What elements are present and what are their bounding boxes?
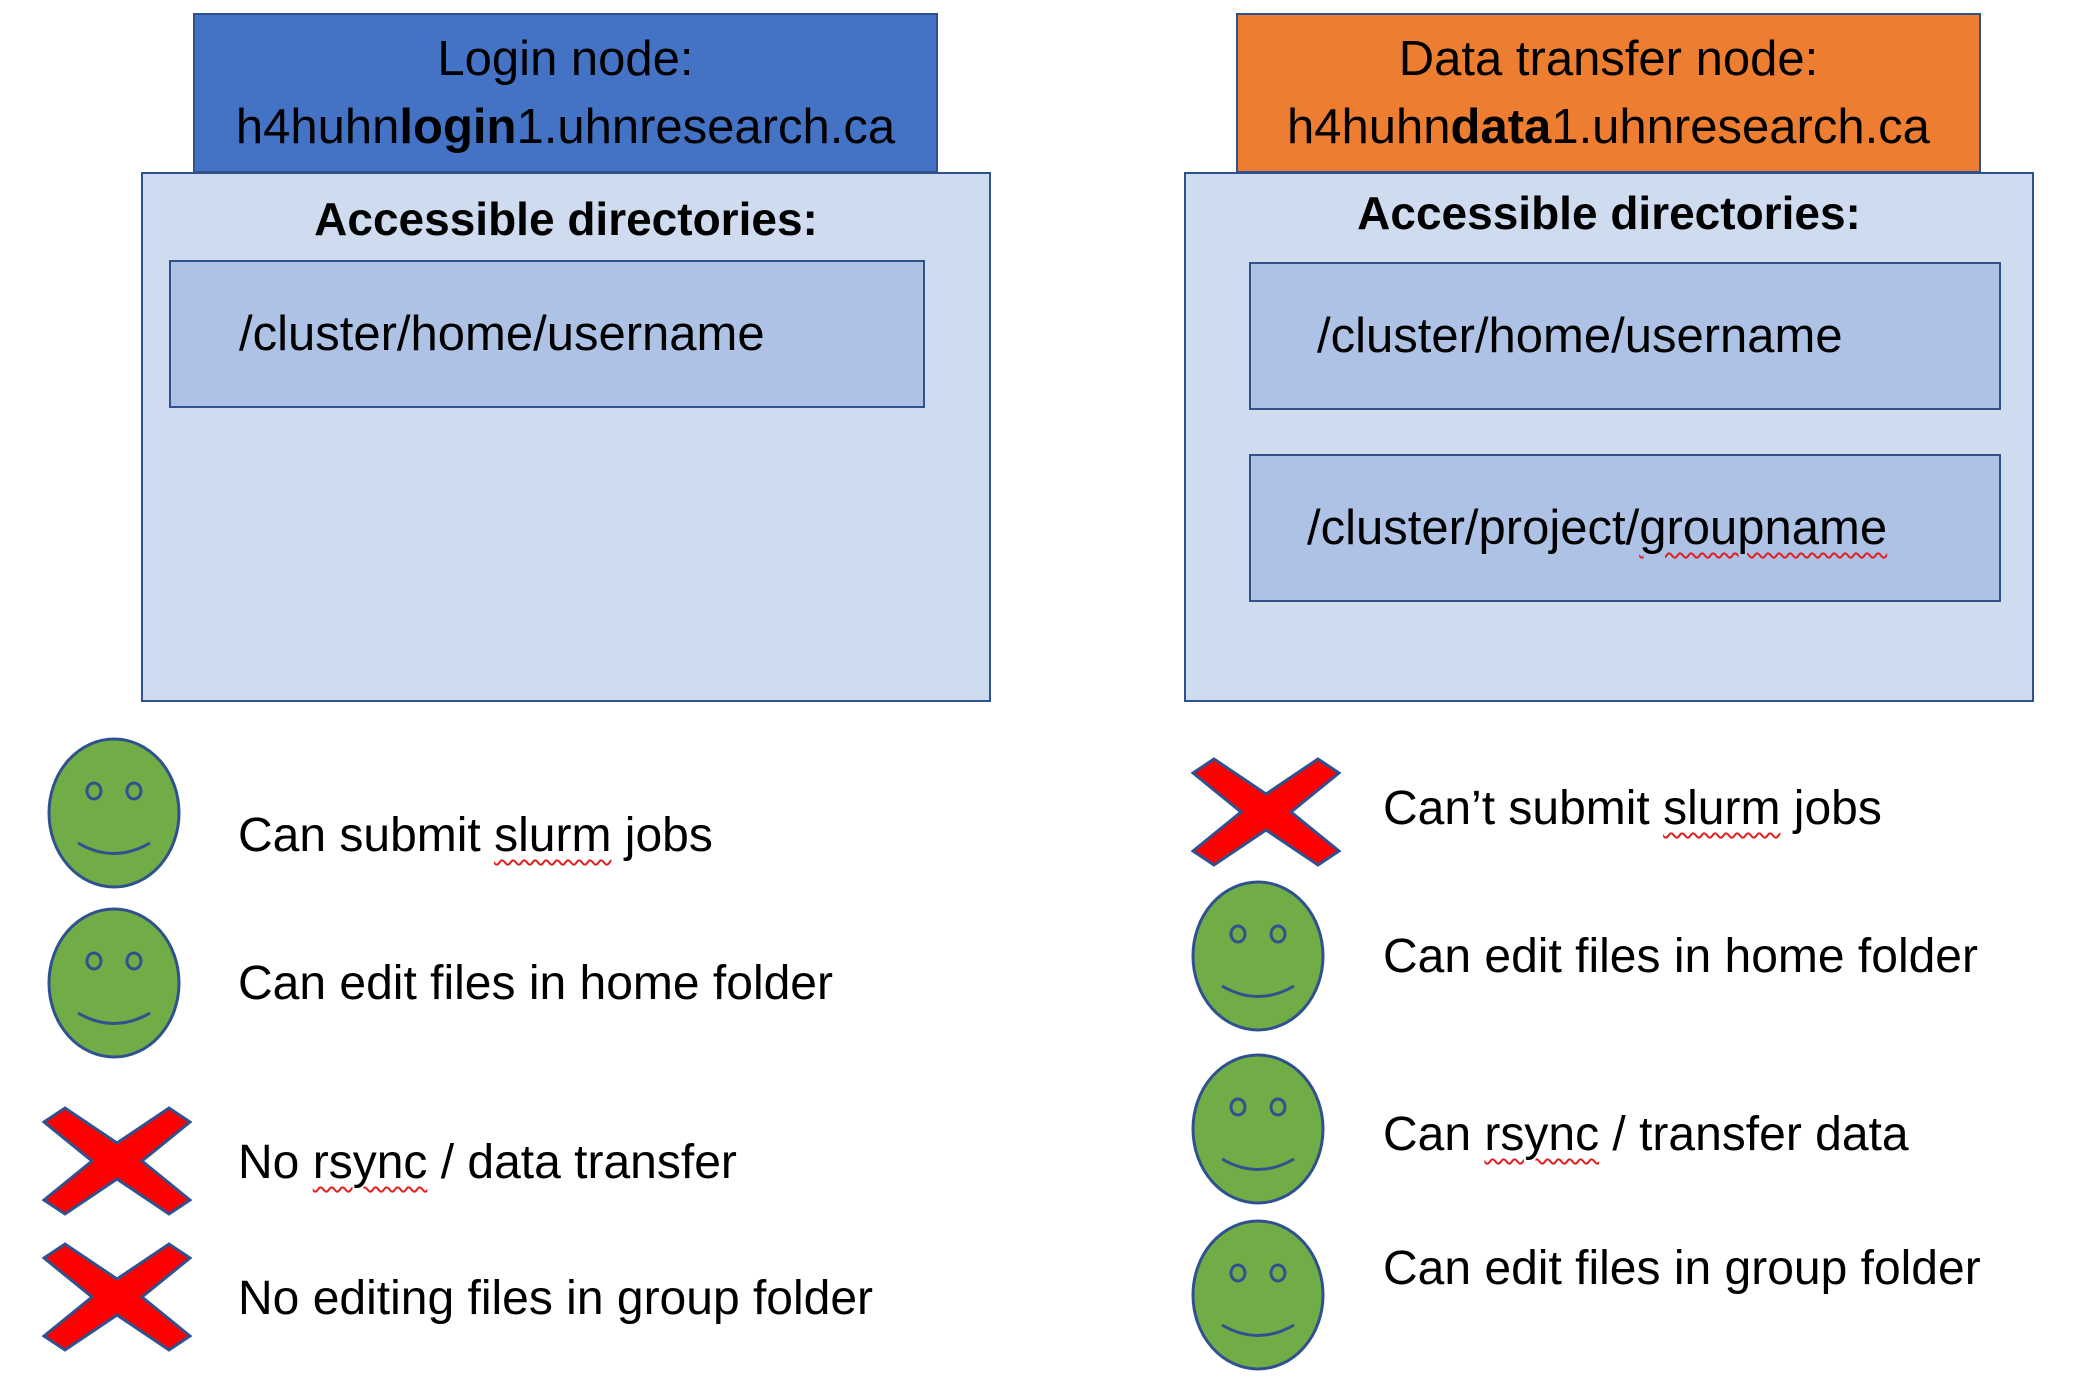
login-node-hostname: h4huhnlogin1.uhnresearch.ca: [235, 100, 896, 154]
smiley-icon: [47, 907, 181, 1059]
data-dir-project-path: /cluster/project/groupname: [1307, 501, 1888, 555]
spellcheck-flag: groupname: [1639, 501, 1888, 555]
data-cap-rsync: Can rsync / transfer data: [1383, 1108, 1909, 1161]
login-cap-home: Can edit files in home folder: [238, 957, 833, 1010]
login-node-label: Login node:: [437, 32, 694, 86]
data-node-hostname: h4huhndata1.uhnresearch.ca: [1287, 100, 1930, 154]
login-cap-rsync: No rsync / data transfer: [238, 1136, 737, 1189]
smiley-icon: [1191, 880, 1325, 1032]
red-x-icon: [42, 1242, 192, 1352]
login-dir-home-path: /cluster/home/username: [239, 307, 765, 361]
red-x-icon: [1191, 757, 1341, 867]
data-cap-home: Can edit files in home folder: [1383, 930, 1978, 983]
login-panel-title: Accessible directories:: [314, 193, 818, 245]
smiley-icon: [47, 737, 181, 889]
login-dir-home: /cluster/home/username: [169, 260, 925, 408]
smiley-icon: [1191, 1219, 1325, 1371]
data-dir-home: /cluster/home/username: [1249, 262, 2001, 410]
data-cap-slurm: Can’t submit slurm jobs: [1383, 782, 1882, 835]
data-node-panel: Accessible directories: /cluster/home/us…: [1184, 172, 2034, 702]
data-panel-title: Accessible directories:: [1357, 187, 1861, 239]
smiley-icon: [1191, 1053, 1325, 1205]
login-node-header: Login node: h4huhnlogin1.uhnresearch.ca: [193, 13, 938, 173]
data-node-header: Data transfer node: h4huhndata1.uhnresea…: [1236, 13, 1981, 173]
login-node-panel: Accessible directories: /cluster/home/us…: [141, 172, 991, 702]
login-cap-slurm: Can submit slurm jobs: [238, 809, 713, 862]
login-cap-group: No editing files in group folder: [238, 1272, 874, 1325]
data-cap-group: Can edit files in group folder: [1383, 1242, 1981, 1295]
data-dir-home-path: /cluster/home/username: [1317, 309, 1843, 363]
data-dir-project: /cluster/project/groupname: [1249, 454, 2001, 602]
data-node-label: Data transfer node:: [1398, 32, 1819, 86]
red-x-icon: [42, 1106, 192, 1216]
